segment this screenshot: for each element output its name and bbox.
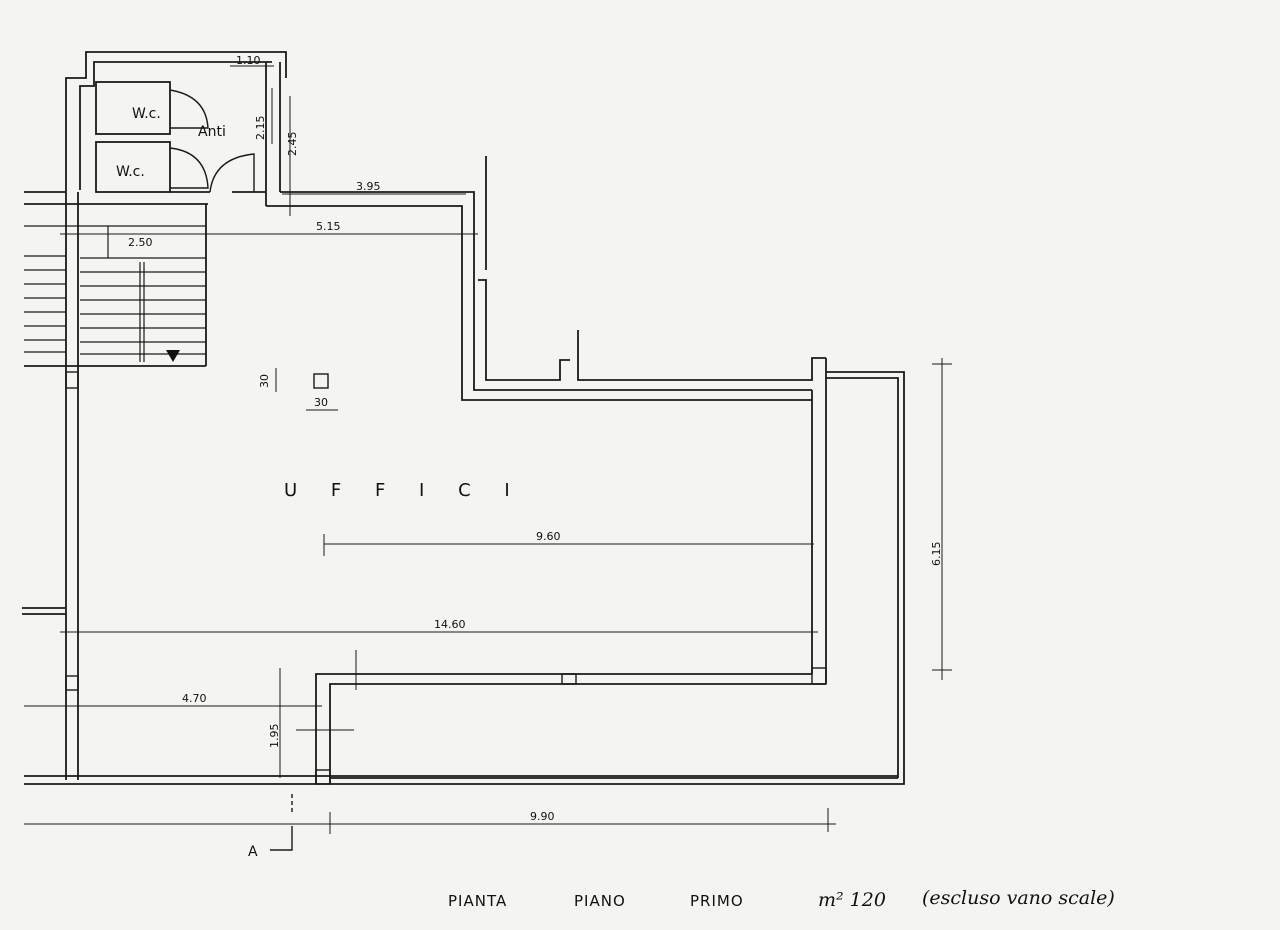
- dim-3-95: 3.95: [356, 180, 381, 193]
- dim-2-15: 2.15: [254, 116, 267, 141]
- dimension-lines: [24, 65, 952, 834]
- dim-1-95: 1.95: [268, 724, 281, 749]
- wall-bath-outer: [65, 51, 287, 192]
- doors: [169, 89, 255, 193]
- caption-handwritten-area: m² 120: [818, 889, 886, 911]
- pillar-30: [313, 373, 329, 389]
- caption-primo: PRIMO: [690, 892, 744, 910]
- dim-9-60: 9.60: [536, 530, 561, 543]
- room-label-wc-upper: W.c.: [132, 106, 161, 122]
- block-4: [561, 673, 577, 685]
- room-label-uffici: U F F I C I: [284, 480, 524, 501]
- dim-5-15: 5.15: [316, 220, 341, 233]
- dim-30-vertical: 30: [258, 374, 271, 388]
- block-5: [811, 667, 827, 685]
- block-2: [65, 675, 79, 691]
- door-wc-lower: [169, 147, 209, 189]
- dim-4-70: 4.70: [182, 692, 207, 705]
- wall-bath-inner: [79, 61, 272, 190]
- dim-9-90: 9.90: [530, 810, 555, 823]
- room-label-anti: Anti: [198, 124, 226, 140]
- section-marker-label: A: [248, 844, 258, 860]
- wall-wc-lower: [95, 141, 171, 193]
- wall-top-outer: [280, 191, 812, 391]
- wall-uffici-bottom-inner: [315, 673, 812, 784]
- wall-top-inner: [266, 205, 812, 401]
- caption-handwritten-note: (escluso vano scale): [922, 887, 1115, 909]
- dim-6-15: 6.15: [930, 542, 943, 567]
- caption-piano: PIANO: [574, 892, 626, 910]
- caption-pianta: PIANTA: [448, 892, 507, 910]
- room-label-wc-lower: W.c.: [116, 164, 145, 180]
- dim-14-60: 14.60: [434, 618, 466, 631]
- wall-wc-upper: [95, 81, 171, 135]
- wall-uffici-bottom-outer: [329, 683, 826, 784]
- stairs: [24, 225, 206, 362]
- dim-1-10: 1.10: [236, 54, 261, 67]
- block-1: [65, 371, 79, 389]
- walls: [22, 51, 905, 785]
- dim-2-50: 2.50: [128, 236, 153, 249]
- door-wc-upper: [169, 89, 209, 129]
- terrace-outer: [24, 371, 905, 785]
- wall-notch-c: [577, 330, 826, 381]
- terrace-inner: [826, 377, 899, 778]
- stair-direction-arrow-icon: [166, 350, 180, 362]
- dim-2-45: 2.45: [286, 132, 299, 157]
- dim-30-horizontal: 30: [314, 396, 328, 409]
- wall-notch-b: [478, 279, 570, 381]
- door-anti: [209, 153, 255, 193]
- section-marker: [270, 794, 293, 851]
- wall-blocks: [65, 371, 827, 785]
- block-3: [315, 769, 331, 785]
